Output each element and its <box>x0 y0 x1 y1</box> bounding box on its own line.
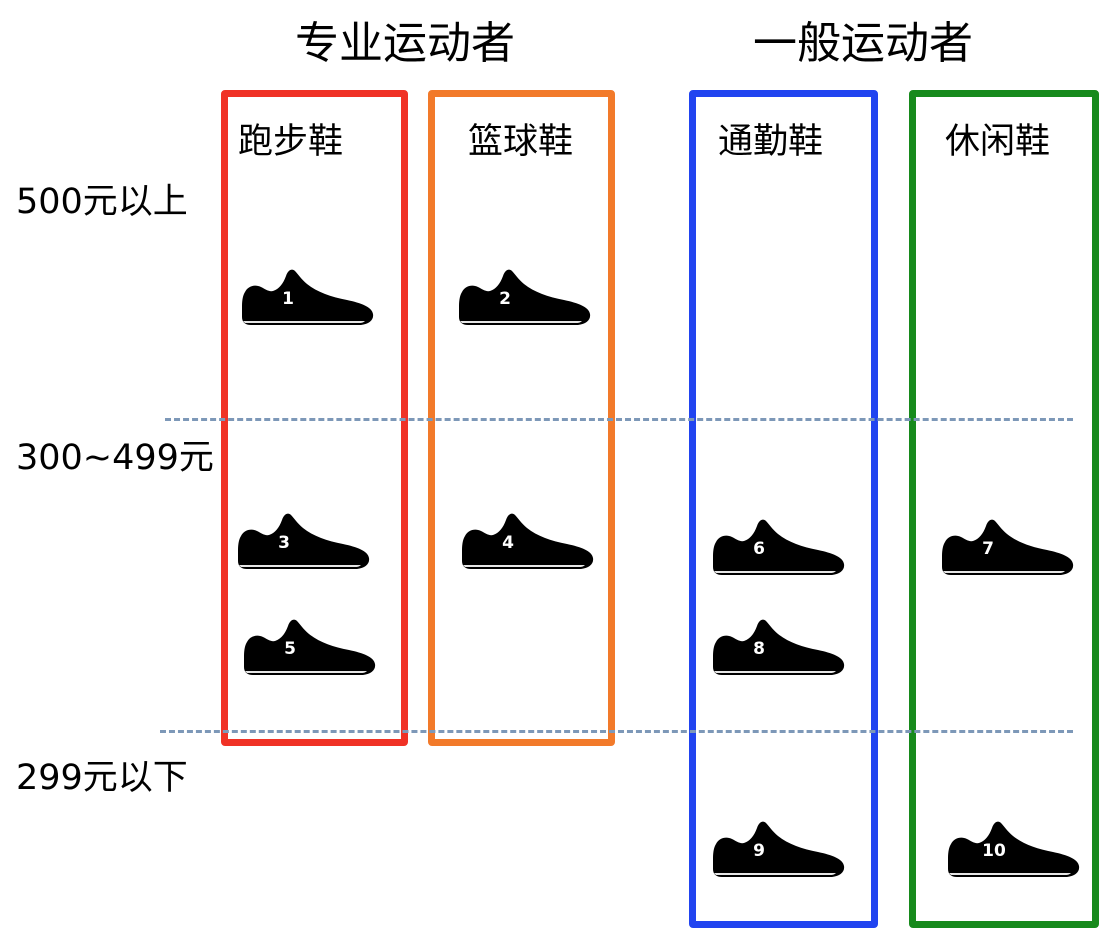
shoe-item: 7 <box>939 512 1075 582</box>
price-label-under-299: 299元以下 <box>16 758 188 798</box>
shoe-number: 1 <box>282 289 294 309</box>
shoe-item: 2 <box>456 262 592 332</box>
shoe-item: 3 <box>235 506 371 576</box>
sneaker-icon <box>710 512 846 582</box>
shoe-number: 9 <box>753 841 765 861</box>
shoe-number: 5 <box>284 639 296 659</box>
sneaker-icon <box>239 262 375 332</box>
shoe-item: 1 <box>239 262 375 332</box>
shoe-item: 8 <box>710 612 846 682</box>
shoe-number: 4 <box>502 533 514 553</box>
sneaker-icon <box>945 814 1081 884</box>
column-label-casual: 休闲鞋 <box>945 122 1051 162</box>
column-label-basketball: 篮球鞋 <box>468 122 574 162</box>
column-box-casual <box>909 90 1099 928</box>
shoe-item: 4 <box>459 506 595 576</box>
shoe-number: 6 <box>753 539 765 559</box>
price-label-300-499: 300~499元 <box>16 438 214 478</box>
sneaker-icon <box>456 262 592 332</box>
sneaker-icon <box>710 814 846 884</box>
sneaker-icon <box>459 506 595 576</box>
price-label-500-plus: 500元以上 <box>16 182 188 222</box>
group-title-general: 一般运动者 <box>753 18 973 69</box>
column-label-running: 跑步鞋 <box>238 122 344 162</box>
shoe-number: 8 <box>753 639 765 659</box>
shoe-number: 10 <box>982 841 1006 861</box>
shoe-item: 9 <box>710 814 846 884</box>
shoe-item: 10 <box>945 814 1081 884</box>
group-title-professional: 专业运动者 <box>295 18 515 69</box>
shoe-item: 6 <box>710 512 846 582</box>
shoe-number: 7 <box>982 539 994 559</box>
sneaker-icon <box>235 506 371 576</box>
shoe-number: 3 <box>278 533 290 553</box>
shoe-item: 5 <box>241 612 377 682</box>
sneaker-icon <box>939 512 1075 582</box>
price-divider-lower <box>160 730 1073 733</box>
price-divider-upper <box>165 418 1073 421</box>
shoe-number: 2 <box>499 289 511 309</box>
sneaker-icon <box>710 612 846 682</box>
sneaker-icon <box>241 612 377 682</box>
column-box-commuter <box>689 90 878 928</box>
column-label-commuter: 通勤鞋 <box>718 122 824 162</box>
